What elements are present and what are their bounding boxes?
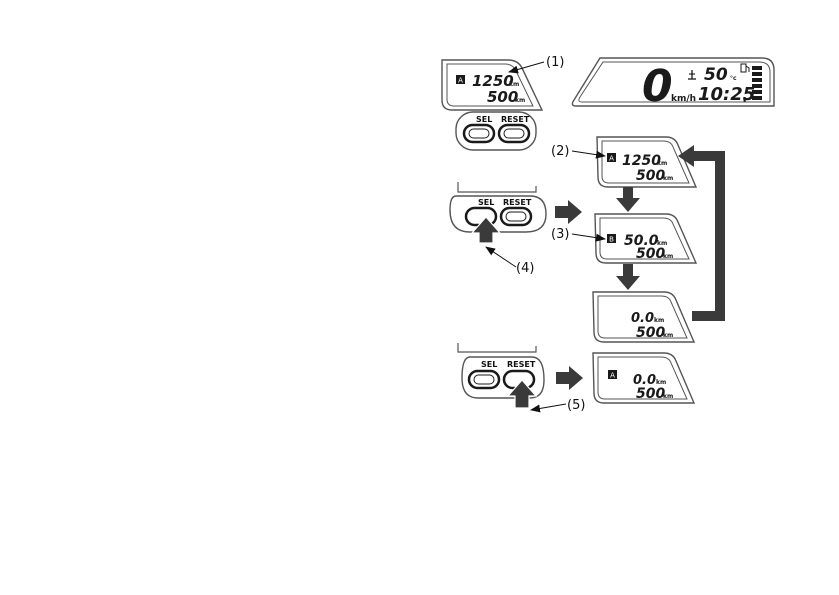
speed-value: 0 <box>642 61 673 112</box>
press-up-arrow-reset <box>506 379 538 409</box>
flow-arrow-down-2 <box>616 264 640 290</box>
cycle-zero-odo: 500 <box>636 325 665 341</box>
odo-value: 500 <box>487 88 518 106</box>
odo-unit: km <box>515 97 525 104</box>
reset-result-odo: 500 <box>636 386 665 402</box>
trip-value: 1250 <box>472 72 514 90</box>
cycle-b-odo-unit: km <box>663 253 673 260</box>
callout-5: (5) <box>567 398 585 413</box>
cycle-b-trip-unit: km <box>657 240 667 247</box>
fuel-gauge-bars <box>752 66 762 100</box>
coolant-icon <box>688 70 696 80</box>
cycle-panel-a: A 1250 km 500 km <box>596 136 698 188</box>
lcd-panel-main: A 1250 km 500 km <box>441 59 544 111</box>
sel-label-mid: SEL <box>478 198 494 207</box>
flow-arrow-down-1 <box>616 187 640 212</box>
press-up-arrow-sel <box>470 216 502 244</box>
cycle-zero-trip-unit: km <box>654 317 664 324</box>
cycle-panel-b: B 50.0 km 500 km <box>594 213 698 264</box>
reset-result-trip: 0.0 <box>633 373 656 388</box>
temp-value: 50 <box>704 65 728 85</box>
cycle-b-trip: 50.0 <box>624 233 659 249</box>
temp-unit: °c <box>730 75 737 82</box>
trip-unit: km <box>509 81 519 88</box>
cycle-a-badge: A <box>609 155 614 163</box>
cycle-panel-zero: 0.0 km 500 km <box>592 291 696 343</box>
trip-badge-letter: A <box>458 77 463 85</box>
cycle-a-odo-unit: km <box>663 175 673 182</box>
flow-arrow-loop-back <box>692 151 725 321</box>
clock-value: 10:25 <box>698 84 755 105</box>
sel-label-bottom: SEL <box>481 360 497 369</box>
button-pair-sel-press: SEL RESET <box>449 182 547 244</box>
reset-result-odo-unit: km <box>663 393 673 400</box>
cycle-zero-trip: 0.0 <box>631 311 654 326</box>
callout-4: (4) <box>516 261 534 276</box>
trip-badge <box>456 75 465 84</box>
reset-label-mid: RESET <box>503 198 532 207</box>
cycle-b-badge: B <box>609 236 614 244</box>
callout-2: (2) <box>551 144 569 159</box>
flow-arrow-right-1 <box>555 200 582 224</box>
reset-label-bottom: RESET <box>507 360 536 369</box>
button-pair-reset-press: SEL RESET <box>457 343 545 409</box>
cycle-a-trip: 1250 <box>622 153 661 169</box>
cycle-a-odo: 500 <box>636 168 665 184</box>
callout-1: (1) <box>546 55 564 70</box>
reset-result-trip-unit: km <box>656 379 666 386</box>
sel-label-top: SEL <box>476 115 492 124</box>
fuel-empty-mark: ▮ <box>743 96 746 103</box>
flow-arrow-right-2 <box>556 366 583 390</box>
cycle-zero-odo-unit: km <box>663 332 673 339</box>
fuel-pump-icon <box>740 63 750 73</box>
callout-3: (3) <box>551 227 569 242</box>
button-pair-top: SEL RESET <box>455 111 537 151</box>
speed-unit: km/h <box>671 94 696 104</box>
cycle-b-odo: 500 <box>636 246 665 262</box>
reset-result-panel: A 0.0 km 500 km <box>592 352 696 404</box>
speedometer-display: 0 km/h 50 °c 10:25 ▮ <box>571 57 775 112</box>
reset-result-badge: A <box>610 372 615 380</box>
reset-label-top: RESET <box>501 115 530 124</box>
cycle-a-trip-unit: km <box>657 160 667 167</box>
